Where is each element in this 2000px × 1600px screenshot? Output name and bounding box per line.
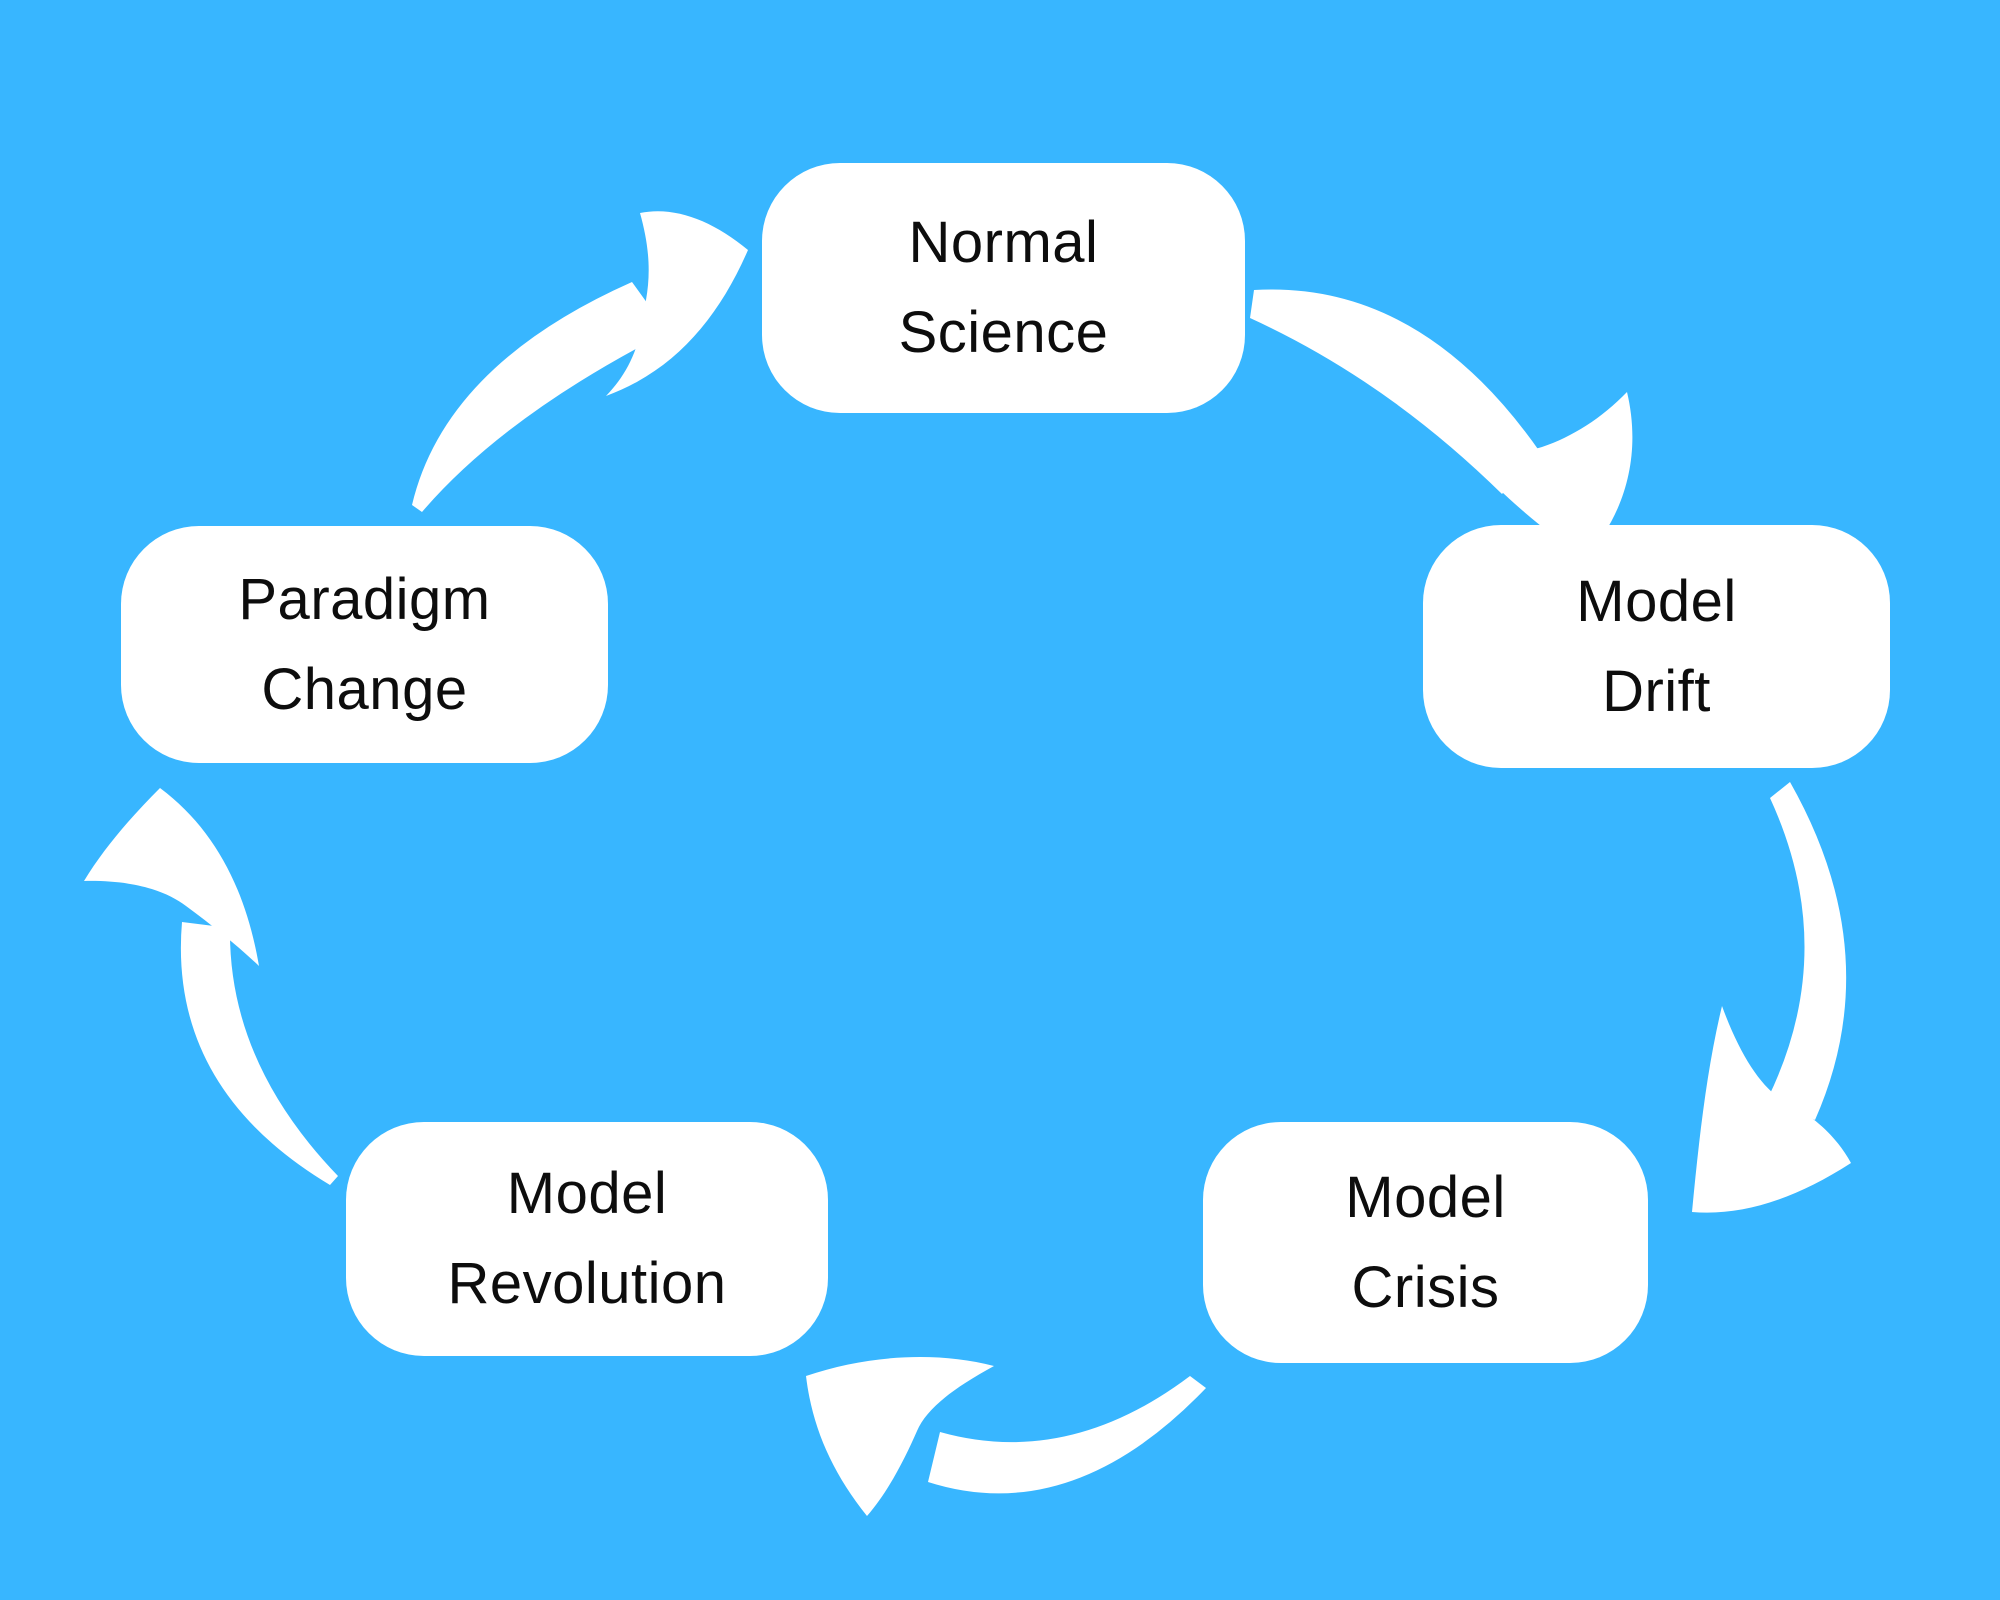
node-normal-science-label: Normal Science (898, 210, 1109, 365)
node-model-crisis-label: Model Crisis (1345, 1164, 1506, 1320)
node-model-drift-label: Model Drift (1576, 568, 1737, 724)
node-model-revolution: Model Revolution (346, 1122, 828, 1356)
node-normal-science: Normal Science (762, 163, 1245, 413)
arrow-model-crisis-to-model-revolution-icon (806, 1356, 1206, 1516)
node-model-revolution-label: Model Revolution (447, 1161, 727, 1316)
node-model-crisis: Model Crisis (1203, 1122, 1648, 1363)
node-paradigm-change: Paradigm Change (121, 526, 608, 763)
arrow-model-drift-to-model-crisis-icon (1692, 782, 1851, 1213)
node-paradigm-change-label: Paradigm Change (238, 566, 491, 722)
arrow-paradigm-change-to-normal-science-icon (412, 211, 748, 512)
node-model-drift: Model Drift (1423, 525, 1890, 768)
arrow-model-revolution-to-paradigm-change-icon (84, 788, 338, 1185)
arrow-normal-science-to-model-drift-icon (1250, 289, 1633, 558)
